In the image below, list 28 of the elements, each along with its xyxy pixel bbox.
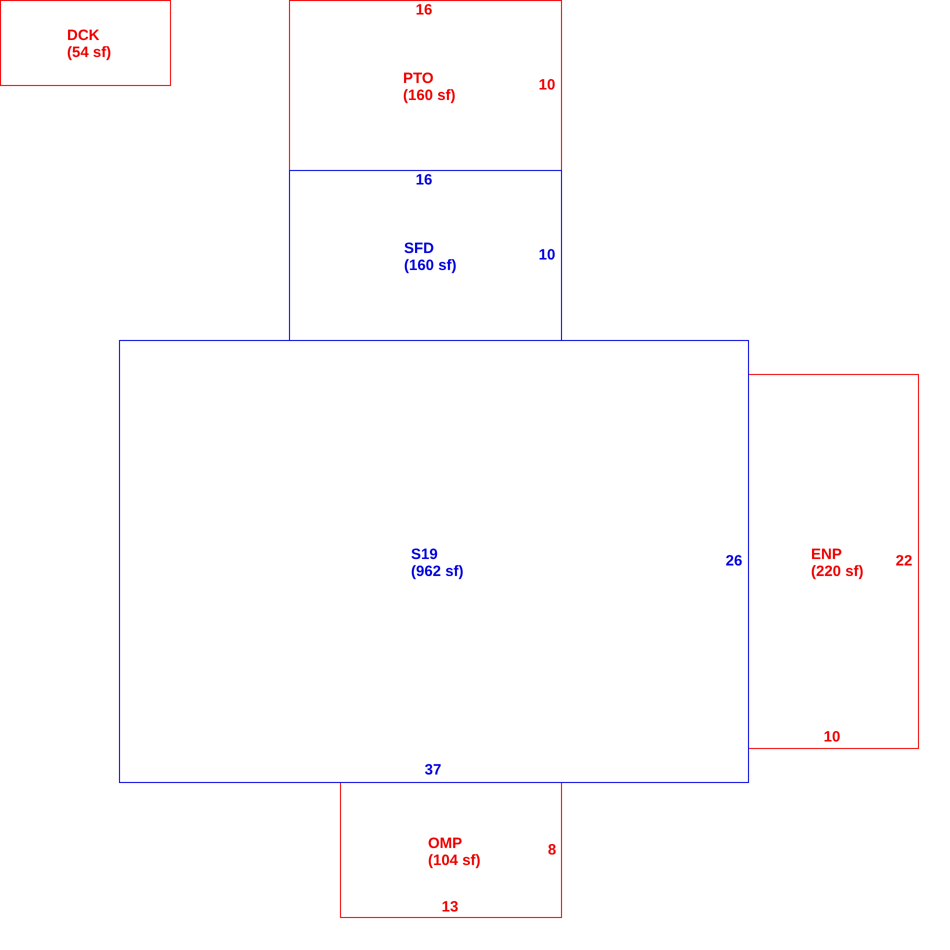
room-area: (962 sf) [411, 563, 464, 580]
room-code: PTO [403, 70, 434, 87]
room-outline [289, 0, 562, 171]
room-code: DCK [67, 27, 100, 44]
room-code: ENP [811, 546, 842, 563]
dimension-label: 37 [424, 762, 442, 778]
room-outline [340, 782, 562, 918]
dimension-label: 8 [548, 842, 556, 858]
room-outline [748, 374, 919, 749]
dimension-label: 13 [442, 898, 458, 916]
room-area: (160 sf) [403, 87, 456, 104]
dimension-label: 26 [726, 552, 742, 570]
dimension-label: 16 [416, 172, 432, 188]
dimension-label: 22 [896, 552, 912, 570]
dimension-label: 10 [538, 76, 556, 94]
room-area: (220 sf) [811, 563, 864, 580]
dimension-label: 10 [824, 728, 840, 746]
room-area: (54 sf) [67, 44, 112, 61]
dimension-label: 16 [416, 2, 432, 18]
room-outline [119, 340, 749, 783]
room-outline [289, 170, 562, 341]
room-code: OMP [428, 835, 462, 852]
room-area: (160 sf) [404, 257, 457, 274]
dimension-label: 10 [538, 246, 556, 264]
room-outline [0, 0, 171, 86]
room-code: S19 [411, 546, 438, 563]
room-code: SFD [404, 240, 434, 257]
room-area: (104 sf) [428, 852, 481, 869]
